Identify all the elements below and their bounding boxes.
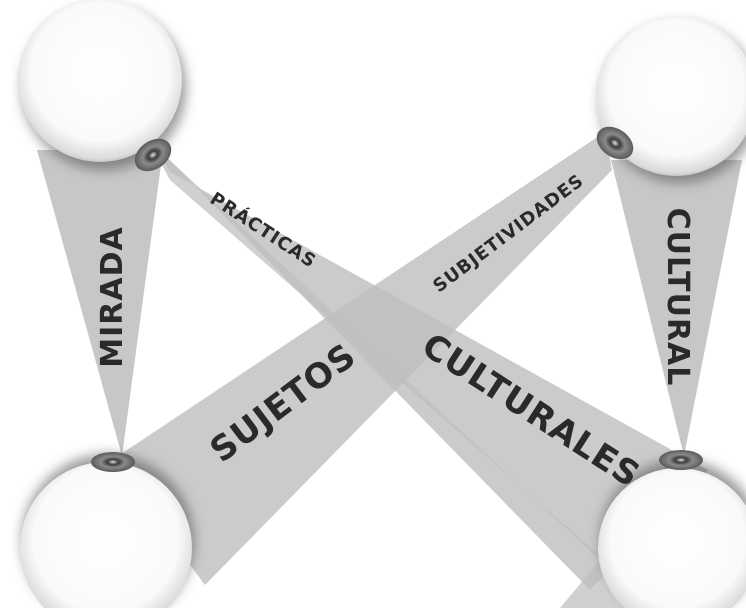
lens-top-left-icon	[134, 138, 172, 172]
beam-mirada	[37, 150, 163, 456]
label-mirada: MIRADA	[95, 226, 130, 367]
sphere-top-right	[596, 16, 746, 183]
sphere-bottom-right	[598, 460, 746, 608]
beam-practicas-culturales-main	[155, 145, 708, 590]
label-cultural: CULTURAL	[660, 208, 695, 387]
beam-cultural	[611, 160, 742, 456]
lens-bottom-left-icon	[91, 452, 135, 472]
beam-sujetos-subjetividades	[112, 132, 612, 585]
lens-top-right-icon	[596, 126, 634, 160]
sphere-bottom-left	[20, 454, 194, 608]
lens-bottom-right-icon	[659, 450, 703, 470]
sphere-top-left	[18, 0, 186, 170]
